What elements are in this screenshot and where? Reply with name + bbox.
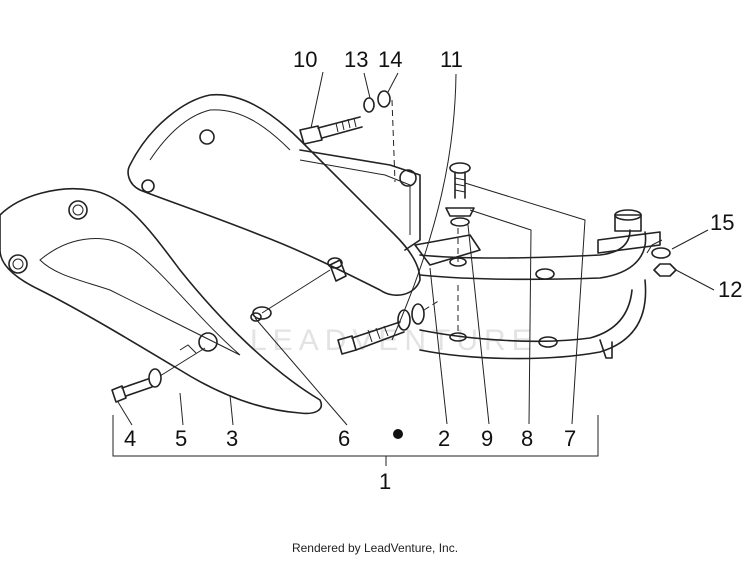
callout-4: 4 [124, 426, 136, 451]
callout-8: 8 [521, 426, 533, 451]
leader-lines [112, 71, 715, 466]
exhaust-pipe [414, 209, 661, 360]
screw-4-assembly [111, 347, 206, 403]
bolt-7-assembly [445, 162, 475, 335]
callout-numbers: 10 13 14 11 15 12 4 5 3 6 2 9 8 7 1 [124, 47, 742, 494]
bolt-10-assembly [299, 90, 396, 183]
callout-11: 11 [440, 47, 463, 72]
callout-12: 12 [718, 277, 742, 302]
heat-shield [0, 187, 322, 415]
spacer-6-parts [250, 257, 347, 322]
callout-10: 10 [293, 47, 317, 72]
reference-dot [393, 429, 403, 439]
callout-14: 14 [378, 47, 402, 72]
callout-3: 3 [226, 426, 238, 451]
watermark: LEADVENTURE [250, 324, 538, 357]
callout-13: 13 [344, 47, 368, 72]
callout-2: 2 [438, 426, 450, 451]
nut-12-assembly [646, 239, 677, 277]
callout-6: 6 [338, 426, 350, 451]
bolt-11-assembly [337, 299, 441, 355]
callout-7: 7 [564, 426, 576, 451]
callout-5: 5 [175, 426, 187, 451]
callout-9: 9 [481, 426, 493, 451]
footer-credit: Rendered by LeadVenture, Inc. [291, 541, 459, 555]
muffler-body [127, 93, 421, 296]
callout-1: 1 [379, 469, 391, 494]
callout-15: 15 [710, 210, 734, 235]
